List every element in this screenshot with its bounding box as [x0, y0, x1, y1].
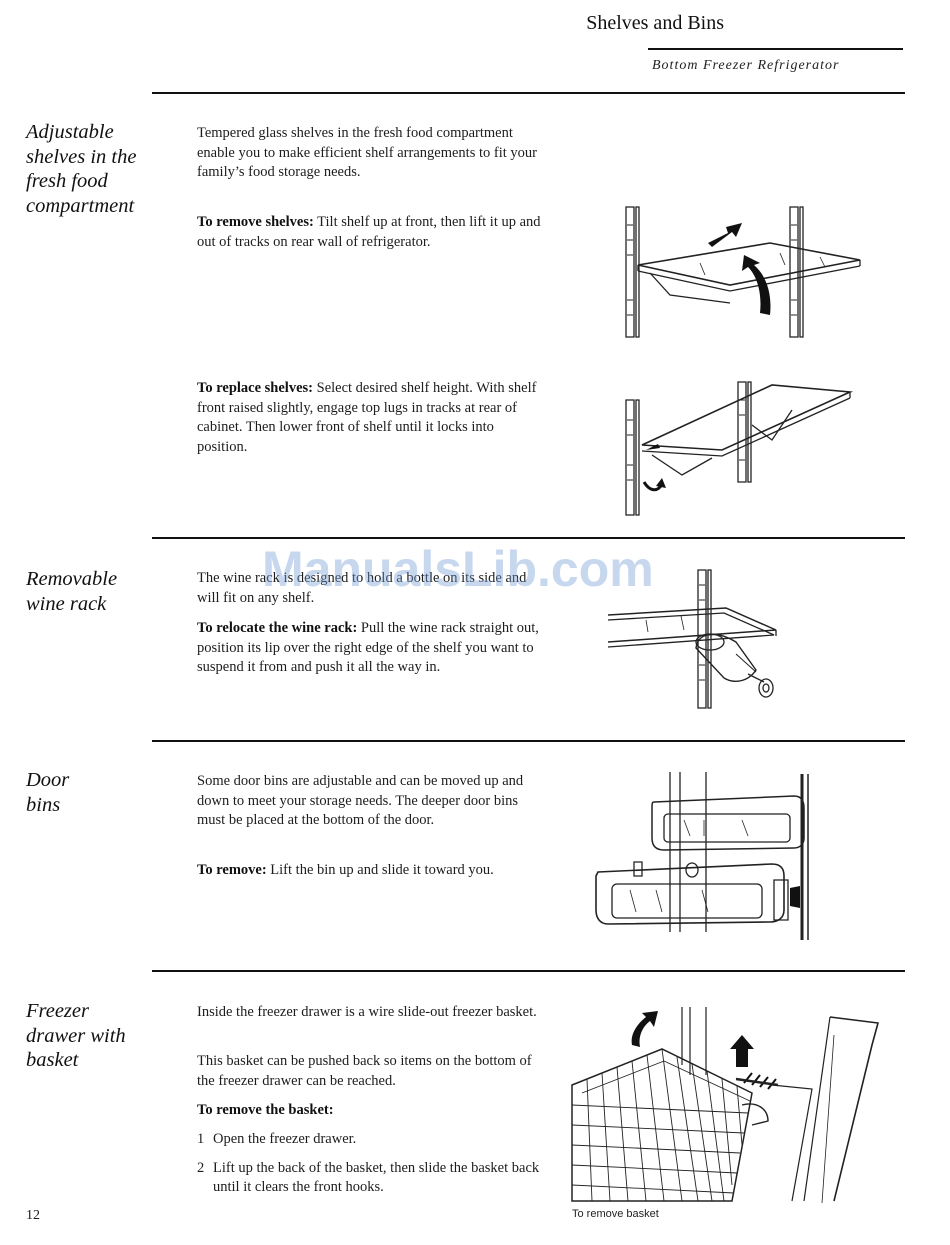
page-number: 12 [26, 1208, 40, 1223]
remove-door-bin-text: Lift the bin up and slide it toward you. [266, 862, 494, 878]
header-rule [648, 48, 903, 50]
heading-line: bins [26, 793, 61, 816]
section-divider [152, 740, 905, 742]
heading-line: shelves in the [26, 145, 137, 168]
heading-line: Removable [26, 568, 118, 590]
remove-shelves-label: To remove shelves: [197, 214, 314, 230]
shelves-intro-text: Tempered glass shelves in the fresh food… [197, 125, 537, 181]
section-heading-door-bins: Door bins [26, 768, 156, 817]
wine-rack-intro-text: The wine rack is designed to hold a bott… [197, 570, 527, 606]
list-item: 1 Open the freezer drawer. [197, 1130, 542, 1150]
remove-shelves-instructions: To remove shelves: Tilt shelf up at fron… [197, 213, 542, 252]
remove-door-bin-label: To remove: [197, 862, 267, 878]
remove-basket-instructions: To remove the basket: [197, 1101, 542, 1121]
remove-shelves-text: Tilt shelf up at front, then lift it up … [197, 214, 541, 250]
shelf-replace-illustration [622, 380, 854, 518]
replace-shelves-text: Select desired shelf height. With shelf … [197, 380, 537, 455]
heading-line: wine rack [26, 592, 107, 615]
heading-line: Door [26, 769, 70, 791]
freezer-basket-illustration [572, 1005, 882, 1203]
replace-shelves-instructions: To replace shelves: Select desired shelf… [197, 379, 542, 457]
wine-rack-illustration [606, 570, 781, 710]
door-bins-intro-text: Some door bins are adjustable and can be… [197, 773, 524, 829]
freezer-basket-intro-text: Inside the freezer drawer is a wire slid… [197, 1004, 537, 1020]
illustration-caption: To remove basket [572, 1208, 659, 1220]
door-bins-illustration [594, 772, 814, 942]
heading-line: compartment [26, 194, 135, 217]
heading-line: fresh food [26, 170, 108, 192]
step-number: 1 [197, 1131, 205, 1147]
page-header-subtitle: Bottom Freezer Refrigerator [652, 58, 840, 73]
section-divider [152, 92, 905, 94]
step-text: Open the freezer drawer. [213, 1131, 357, 1147]
relocate-wine-rack-label: To relocate the wine rack: [197, 620, 358, 636]
heading-line: drawer with [26, 1024, 126, 1047]
watermark: ManualsLib.com [262, 541, 654, 597]
page-header-title: Shelves and Bins [586, 12, 724, 34]
relocate-wine-rack-instructions: To relocate the wine rack: Pull the wine… [197, 619, 542, 678]
step-text: Lift up the back of the basket, then sli… [213, 1159, 540, 1196]
heading-line: Freezer [26, 1000, 89, 1022]
section-heading-adjustable-shelves: Adjustable shelves in the fresh food com… [26, 120, 156, 218]
remove-door-bin-instructions: To remove: Lift the bin up and slide it … [197, 861, 542, 881]
relocate-wine-rack-text: Pull the wine rack straight out, positio… [197, 620, 539, 676]
heading-line: basket [26, 1049, 79, 1071]
shelf-removal-illustration [620, 205, 865, 340]
replace-shelves-label: To replace shelves: [197, 380, 313, 396]
step-number: 2 [197, 1159, 205, 1176]
list-item: 2 Lift up the back of the basket, then sl… [197, 1159, 542, 1198]
heading-line: Adjustable [26, 121, 114, 143]
section-divider [152, 970, 905, 972]
freezer-basket-push-back-text: This basket can be pushed back so items … [197, 1053, 532, 1089]
remove-basket-label: To remove the basket: [197, 1102, 334, 1118]
section-heading-wine-rack: Removable wine rack [26, 567, 156, 616]
section-divider [152, 537, 905, 539]
section-heading-freezer-drawer: Freezer drawer with basket [26, 999, 156, 1073]
remove-basket-steps: 1 Open the freezer drawer. 2 Lift up the b… [197, 1130, 542, 1207]
